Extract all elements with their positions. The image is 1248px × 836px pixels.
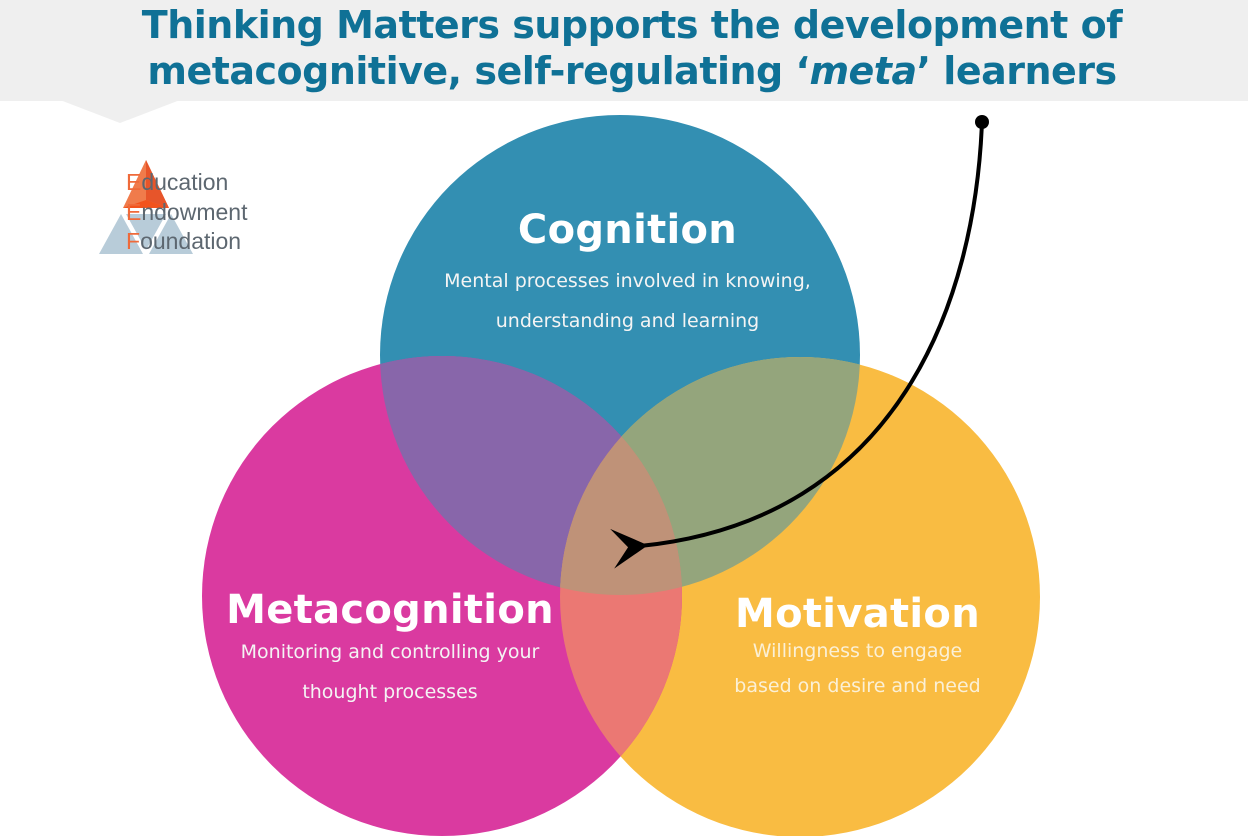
metacognition-label: Metacognition Monitoring and controlling… [210,588,570,712]
title-line-2-end: ’ learners [916,49,1118,93]
logo-word: ndowment [141,198,248,225]
header-pointer [60,100,180,123]
motivation-label: Motivation Willingness to engage based o… [700,592,1015,706]
motivation-description-line-2: based on desire and need [734,675,981,697]
logo-initial: E [126,198,142,225]
logo-line-endowment: Endowment [126,198,247,228]
eef-logo-text: Education Endowment Foundation [126,168,247,257]
cognition-title: Cognition [517,207,738,253]
motivation-title: Motivation [735,591,980,637]
metacognition-description-line-2: thought processes [302,681,478,703]
motivation-description-line-1: Willingness to engage [752,640,963,662]
logo-line-education: Education [126,168,247,198]
eef-triangle-logo-icon [99,160,193,254]
title-line-2: metacognitive, self-regulating ‘meta’ le… [0,48,1248,94]
logo-initial: F [126,228,141,254]
cognition-description-line-1: Mental processes involved in knowing, [444,270,811,292]
page-title: Thinking Matters supports the developmen… [0,0,1248,94]
title-line-1: Thinking Matters supports the developmen… [141,3,1123,47]
metacognition-description-line-1: Monitoring and controlling your [240,641,540,663]
logo-word: oundation [140,228,242,254]
logo-line-foundation: Foundation [126,227,247,257]
cognition-label: Cognition Mental processes involved in k… [400,208,855,341]
header-band [0,0,1248,101]
title-line-2-start: metacognitive, self-regulating ‘ [147,49,810,93]
curved-arrow-icon [610,121,984,569]
logo-word: ducation [141,169,229,195]
title-meta-emphasis: meta [809,49,917,93]
metacognition-title: Metacognition [226,587,554,633]
overlap-cognition-motivation [560,357,860,595]
overlap-cognition-metacognition [380,356,682,595]
logo-initial: E [126,169,142,195]
cognition-description-line-2: understanding and learning [495,310,760,332]
